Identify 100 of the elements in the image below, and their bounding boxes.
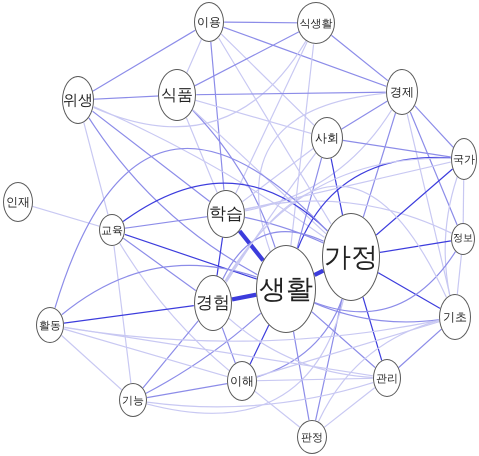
connector-line: [297, 156, 451, 249]
keyword-node: 가정: [322, 213, 380, 301]
connector-line: [93, 40, 306, 128]
connector-line: [186, 39, 202, 73]
connector-line: [124, 216, 208, 229]
connector-line: [341, 100, 388, 130]
connector-line: [324, 387, 376, 428]
keyword-node: 식품: [158, 69, 196, 121]
connector-line: [380, 240, 451, 253]
connector-line: [314, 251, 456, 312]
connector-line: [54, 148, 328, 308]
connector-line: [362, 297, 382, 360]
connector-line: [226, 152, 316, 283]
connector-line: [235, 41, 308, 194]
connector-line: [142, 320, 199, 388]
connector-line: [257, 378, 373, 382]
connector-line: [224, 22, 297, 24]
keyword-node: 판정: [297, 420, 327, 454]
connector-line: [414, 106, 454, 148]
keyword-node: 관리: [373, 359, 401, 397]
connector-line: [196, 92, 386, 96]
connector-line: [224, 158, 451, 282]
connector-line: [218, 38, 332, 224]
connector-line: [258, 92, 386, 252]
connector-line: [244, 216, 324, 244]
connector-line: [122, 238, 196, 292]
connector-line: [94, 106, 325, 238]
connector-line: [64, 328, 228, 378]
connector-line: [64, 326, 373, 376]
connector-line: [62, 264, 257, 316]
connector-line: [314, 268, 324, 277]
connector-line: [378, 272, 440, 309]
keyword-node: 이해: [227, 361, 257, 401]
keyword-node: 이용: [194, 2, 224, 42]
connector-line: [290, 44, 314, 246]
connector-line: [64, 320, 440, 342]
keyword-node: 경제: [386, 69, 418, 115]
connector-line: [146, 382, 374, 408]
connector-line: [124, 234, 257, 280]
connector-line: [224, 26, 386, 87]
connector-line: [92, 30, 196, 92]
connector-line: [64, 305, 194, 324]
connector-line: [456, 254, 462, 294]
keyword-node: 생활: [256, 245, 316, 333]
keyword-node: 사회: [311, 117, 343, 159]
connector-line: [210, 42, 224, 190]
connector-line: [331, 34, 388, 82]
connector-line: [312, 311, 376, 368]
connector-line: [222, 231, 324, 280]
keyword-node: 경험: [194, 275, 232, 331]
connector-line: [318, 320, 440, 422]
connector-line: [462, 180, 464, 223]
connector-line: [292, 332, 310, 420]
connector-line: [314, 302, 439, 323]
connector-line: [146, 312, 262, 394]
connector-line: [94, 95, 158, 100]
keyword-node: 기능: [119, 383, 147, 417]
connector-line: [146, 300, 344, 414]
connector-line: [398, 328, 442, 368]
connector-line: [113, 246, 132, 384]
connector-line: [216, 238, 224, 276]
connector-line: [244, 200, 452, 234]
connector-line: [330, 158, 344, 216]
keyword-node: 정보: [451, 223, 475, 255]
connector-line: [220, 34, 314, 126]
connector-line: [256, 321, 440, 378]
connector-line: [342, 140, 451, 158]
connector-line: [228, 318, 373, 378]
keyword-node: 기초: [439, 294, 471, 340]
connector-line: [296, 158, 322, 248]
connector-line: [444, 176, 458, 296]
connector-line: [146, 383, 228, 398]
connector-line: [238, 230, 265, 262]
connector-line: [410, 112, 458, 226]
connector-line: [222, 327, 236, 364]
keyword-node: 식생활: [297, 2, 335, 44]
connector-line: [186, 118, 218, 193]
connector-line: [232, 292, 257, 302]
connector-line: [250, 324, 270, 364]
connector-line: [245, 110, 392, 212]
connector-line: [119, 242, 230, 372]
connector-line: [192, 110, 276, 248]
keyword-node: 위생: [62, 76, 94, 124]
connector-line: [195, 100, 312, 134]
keyword-node: 활동: [36, 307, 64, 343]
keyword-node: 국가: [451, 138, 477, 180]
connector-line: [254, 390, 300, 428]
connector-line: [32, 206, 100, 227]
connector-line: [92, 110, 210, 202]
connector-line: [83, 122, 109, 215]
connector-line: [376, 168, 453, 236]
keyword-node: 학습: [207, 190, 245, 238]
keyword-node: 교육: [99, 214, 125, 246]
connector-line: [406, 114, 450, 296]
connector-line: [315, 298, 342, 421]
connector-line: [61, 335, 122, 390]
connector-line: [192, 109, 326, 234]
connector-line: [88, 118, 258, 276]
connector-line: [225, 186, 447, 298]
connector-line: [194, 31, 300, 86]
